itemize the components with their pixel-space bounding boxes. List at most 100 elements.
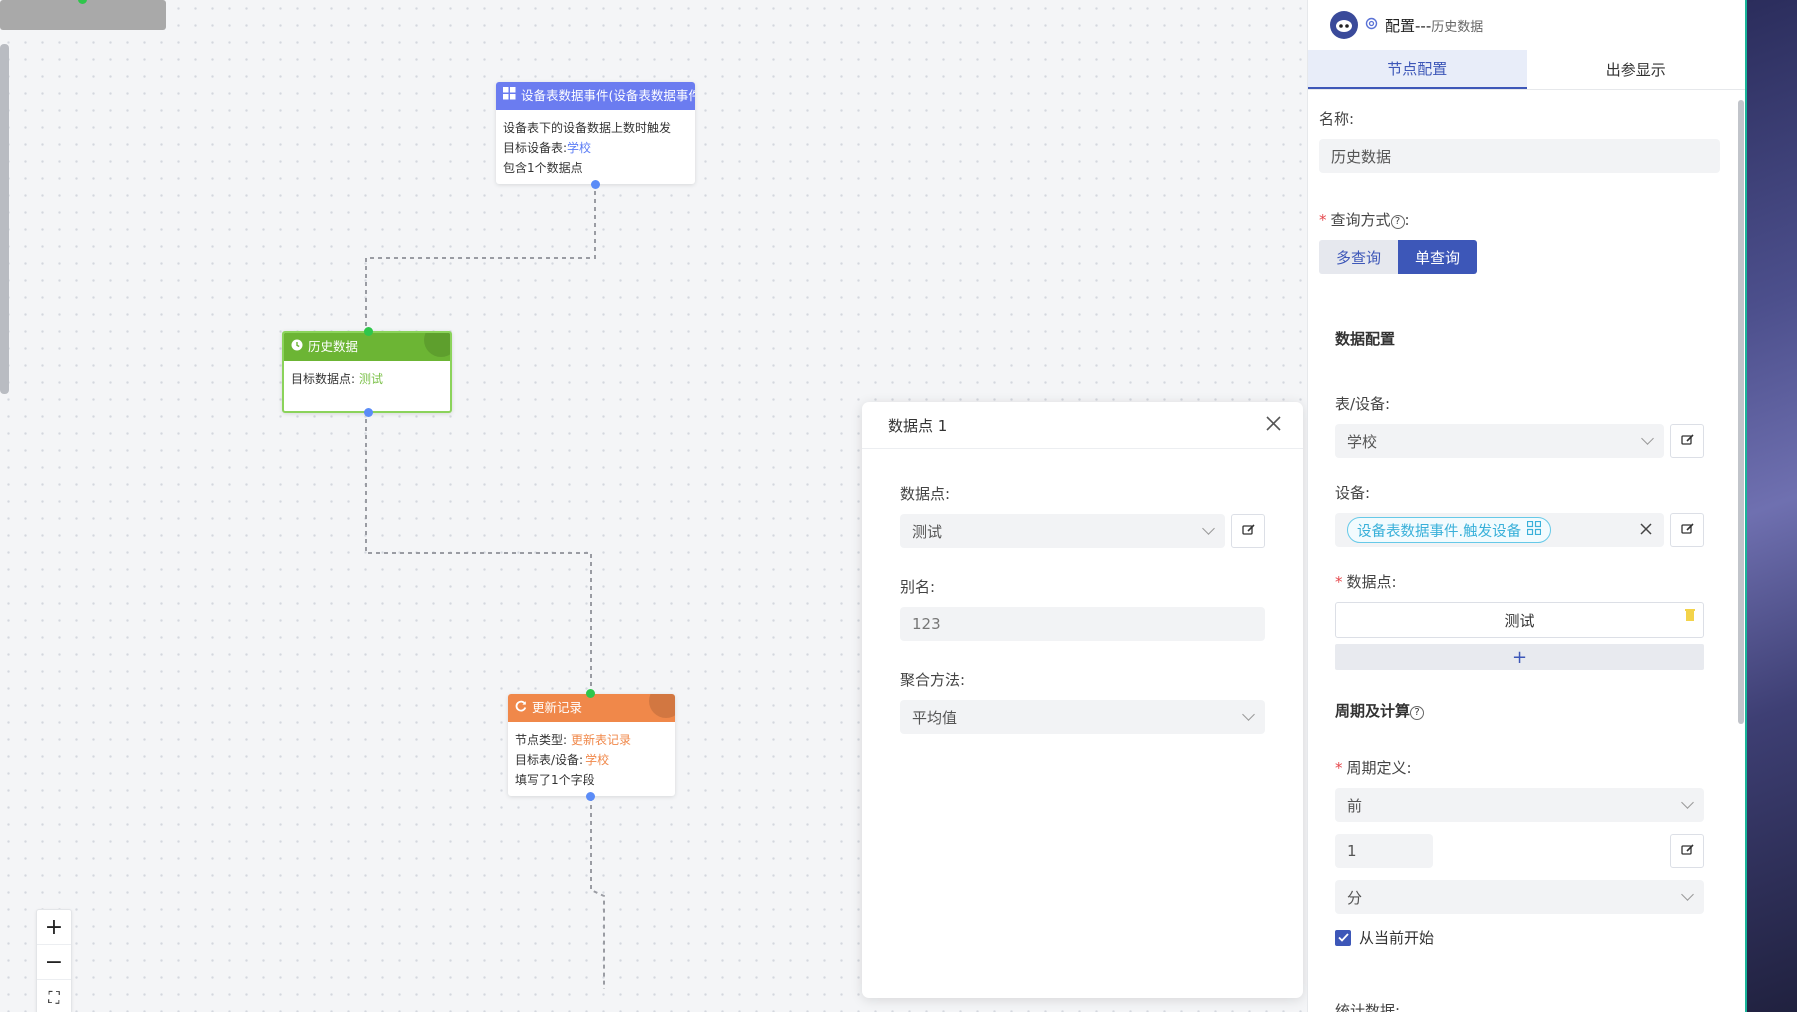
query-mode-toggle: 多查询 单查询	[1319, 240, 1720, 274]
node-event-title: 设备表数据事件(设备表数据事件)	[521, 88, 695, 103]
grid-icon	[503, 82, 516, 110]
stat-data-label: 统计数据:	[1335, 1002, 1401, 1012]
node-history-header: 历史数据	[284, 333, 450, 361]
node-update-out-port[interactable]	[586, 792, 595, 801]
canvas-scrollbar[interactable]	[0, 44, 9, 394]
node-event-line2: 目标设备表:学校	[503, 138, 688, 158]
query-single-button[interactable]: 单查询	[1398, 240, 1478, 274]
period-title-text: 周期及计算	[1335, 702, 1411, 720]
zoom-out-button[interactable]: −	[37, 945, 71, 980]
panel-title-sub: 历史数据	[1431, 19, 1484, 35]
node-update-line1-value: 更新表记录	[571, 733, 632, 747]
panel-title: 配置---历史数据	[1385, 15, 1483, 36]
period-def-label: *周期定义:	[1335, 759, 1412, 777]
decor-circle	[424, 333, 450, 357]
aggregation-select-value: 平均值	[912, 708, 958, 727]
robot-avatar-icon	[1330, 11, 1358, 39]
period-def-label-text: 周期定义:	[1346, 759, 1412, 777]
table-device-edit-button[interactable]	[1670, 424, 1704, 458]
edit-icon	[1680, 521, 1694, 539]
tab-output-display[interactable]: 出参显示	[1605, 61, 1666, 79]
node-update-in-port[interactable]	[586, 689, 595, 698]
node-event-line2-value: 学校	[567, 141, 592, 155]
from-now-label: 从当前开始	[1359, 929, 1435, 947]
name-input[interactable]: 历史数据	[1319, 139, 1720, 173]
node-update-record[interactable]: 更新记录 节点类型:更新表记录 目标表/设备:学校 填写了1个字段	[508, 689, 675, 801]
decor-circle	[649, 694, 675, 718]
alias-label: 别名:	[900, 578, 936, 596]
help-icon[interactable]: ?	[1410, 705, 1425, 720]
node-next[interactable]	[0, 0, 166, 30]
node-history-data[interactable]: 历史数据 目标数据点:测试	[282, 327, 452, 417]
node-history-line1-value: 测试	[359, 372, 384, 386]
node-history-out-port[interactable]	[364, 408, 373, 417]
checkbox-checked-icon[interactable]	[1335, 929, 1351, 946]
help-icon[interactable]: ?	[1390, 214, 1405, 229]
device-tag[interactable]: 设备表数据事件.触发设备	[1347, 517, 1552, 543]
period-direction-select[interactable]: 前	[1335, 788, 1704, 822]
trash-icon[interactable]	[1684, 608, 1696, 626]
period-unit-value: 分	[1347, 888, 1363, 907]
node-history-line1-label: 目标数据点:	[291, 372, 356, 386]
node-update-line2-value: 学校	[585, 753, 610, 767]
node-update-line2-label: 目标表/设备:	[515, 753, 584, 767]
query-multi-button[interactable]: 多查询	[1319, 240, 1399, 274]
edit-icon	[1241, 522, 1255, 540]
datapoint-item[interactable]: 测试	[1335, 602, 1704, 638]
device-edit-button[interactable]	[1670, 513, 1704, 547]
period-direction-value: 前	[1347, 796, 1363, 815]
config-panel: 配置---历史数据 节点配置 出参显示 名称: 历史数据 *查询方式?: 多查询…	[1307, 0, 1745, 1012]
chevron-down-icon	[1242, 708, 1255, 721]
table-device-label: 表/设备:	[1335, 395, 1391, 413]
period-title: 周期及计算?	[1335, 700, 1704, 721]
panel-title-main: 配置---	[1385, 16, 1432, 35]
node-history-line1: 目标数据点:测试	[291, 369, 443, 389]
node-event-line3: 包含1个数据点	[503, 161, 583, 175]
tab-node-config[interactable]: 节点配置	[1308, 50, 1527, 89]
period-edit-button[interactable]	[1670, 834, 1704, 868]
node-update-title: 更新记录	[532, 700, 583, 715]
aggregation-select[interactable]: 平均值	[900, 700, 1265, 734]
node-update-header: 更新记录	[508, 694, 675, 722]
device-tag-text: 设备表数据事件.触发设备	[1357, 523, 1522, 540]
node-device-table-event[interactable]: 设备表数据事件(设备表数据事件) 设备表下的设备数据上数时触发 目标设备表:学校…	[496, 82, 695, 189]
table-device-value: 学校	[1347, 432, 1378, 451]
refresh-icon	[515, 694, 527, 722]
chevron-down-icon	[1681, 796, 1694, 809]
node-history-in-port[interactable]	[364, 327, 373, 336]
name-label: 名称:	[1319, 110, 1355, 128]
alias-input[interactable]: 123	[900, 607, 1265, 641]
edit-icon	[1680, 432, 1694, 450]
device-select[interactable]: 设备表数据事件.触发设备	[1335, 513, 1664, 547]
period-unit-select[interactable]: 分	[1335, 880, 1704, 914]
period-number-value: 1	[1347, 842, 1357, 860]
clock-icon	[291, 333, 303, 361]
clear-icon[interactable]	[1640, 521, 1652, 539]
desktop-wallpaper	[1745, 0, 1797, 1012]
node-update-line2: 目标表/设备:学校	[515, 750, 668, 770]
period-number-input[interactable]: 1	[1335, 834, 1433, 868]
panel-scrollbar[interactable]	[1738, 100, 1744, 724]
datapoint-edit-button[interactable]	[1231, 514, 1265, 548]
apps-icon	[1527, 520, 1542, 539]
chevron-down-icon	[1681, 888, 1694, 901]
datapoint-label: 数据点:	[900, 485, 951, 503]
zoom-toolbar: + − ⛶	[36, 909, 72, 1012]
name-input-value: 历史数据	[1331, 147, 1392, 166]
node-event-line2-label: 目标设备表:	[503, 141, 568, 155]
datapoint-select[interactable]: 测试	[900, 514, 1225, 548]
from-now-option[interactable]: 从当前开始	[1335, 927, 1704, 948]
node-event-out-port[interactable]	[591, 180, 600, 189]
data-config-title: 数据配置	[1335, 330, 1396, 348]
fit-view-button[interactable]: ⛶	[48, 987, 60, 1007]
node-next-in-port[interactable]	[78, 0, 87, 4]
close-icon[interactable]	[1266, 415, 1281, 435]
datapoint-select-value: 测试	[912, 522, 943, 541]
chevron-down-icon	[1641, 432, 1654, 445]
node-event-header: 设备表数据事件(设备表数据事件)	[496, 82, 695, 110]
table-device-select[interactable]: 学校	[1335, 424, 1664, 458]
aggregation-label: 聚合方法:	[900, 671, 966, 689]
zoom-in-button[interactable]: +	[37, 910, 71, 945]
add-datapoint-button[interactable]: +	[1335, 644, 1704, 670]
edit-icon	[1680, 842, 1694, 860]
